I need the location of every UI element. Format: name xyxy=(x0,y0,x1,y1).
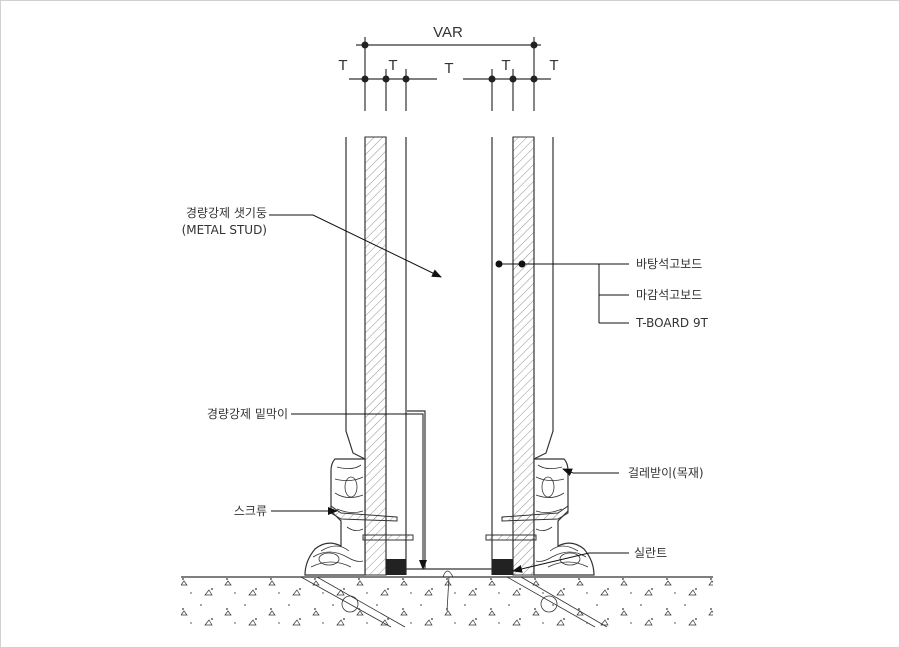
sealant xyxy=(386,559,513,575)
label-wood-baseboard: 걸레받이(목재) xyxy=(628,466,704,480)
label-metal-stud-ko: 경량강제 샛기둥 xyxy=(186,206,267,220)
label-runner: 경량강제 밑막이 xyxy=(207,407,288,421)
left-wall-boards xyxy=(345,136,407,576)
dimension-lines xyxy=(349,37,551,111)
label-t-board: T-BOARD 9T xyxy=(635,316,709,330)
label-metal-stud-en: (METAL STUD) xyxy=(182,223,267,237)
wood-baseboard-left xyxy=(304,458,366,576)
dimension-t-label-4: T xyxy=(501,57,510,74)
screws xyxy=(330,505,569,541)
right-wall-boards xyxy=(491,136,554,576)
label-base-gypsum-board: 바탕석고보드 xyxy=(636,257,702,271)
label-finish-gypsum-board: 마감석고보드 xyxy=(636,288,702,302)
dimension-t-label-1: T xyxy=(338,57,347,74)
label-sealant: 실란트 xyxy=(634,546,667,560)
label-screw: 스크류 xyxy=(234,504,267,518)
runner-channel xyxy=(406,410,492,570)
dimension-t-label-3: T xyxy=(444,60,453,77)
leader-lines xyxy=(269,214,629,573)
dimension-var-label: VAR xyxy=(433,24,463,41)
concrete-floor-slab xyxy=(181,570,713,630)
wood-baseboard-right xyxy=(533,458,595,576)
dimension-t-label-5: T xyxy=(549,57,558,74)
dimension-t-label-2: T xyxy=(388,57,397,74)
